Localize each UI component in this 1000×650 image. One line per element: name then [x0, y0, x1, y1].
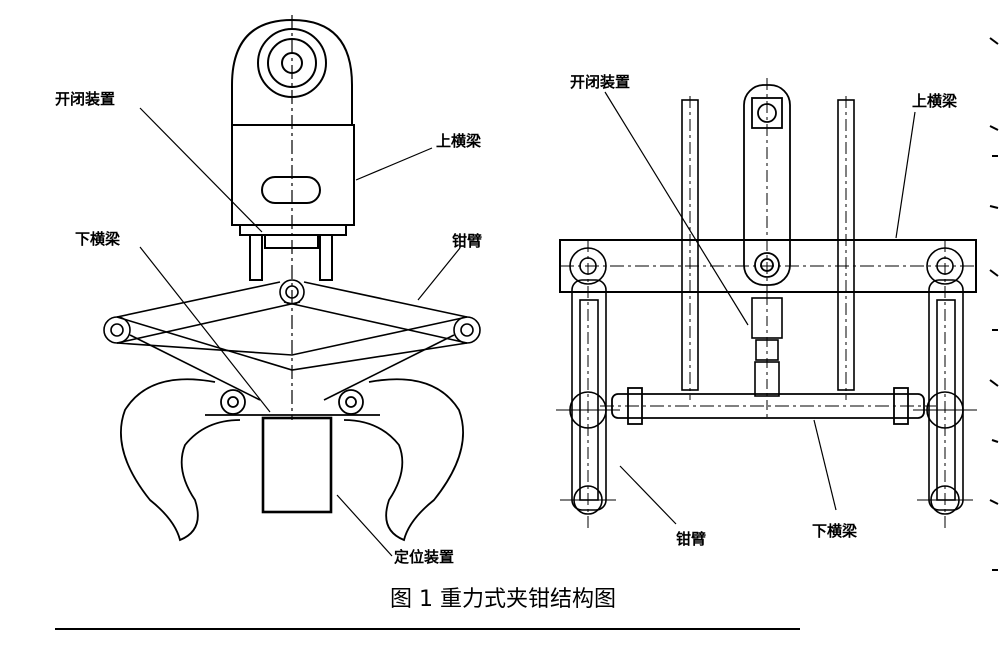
right-right-clamp-arm — [913, 240, 977, 530]
scissor-arms — [103, 279, 481, 401]
clamp-jaws — [120, 378, 464, 542]
label-right-open-close-device: 开闭装置 — [570, 73, 631, 91]
label-right-lower-beam: 下横梁 — [812, 522, 858, 540]
label-left-clamp-arm: 钳臂 — [452, 232, 483, 250]
central-lug — [743, 78, 791, 300]
right-leader-lines — [604, 91, 916, 525]
upper-beam-body — [231, 124, 355, 281]
right-lower-beam — [600, 387, 936, 425]
cropped-edge-text — [989, 37, 999, 571]
label-left-positioning-device: 定位装置 — [394, 548, 455, 566]
positioning-device — [261, 416, 333, 514]
label-right-clamp-arm: 钳臂 — [676, 530, 707, 548]
left-view — [103, 15, 481, 557]
figure-caption: 图 1 重力式夹钳结构图 — [390, 587, 616, 612]
label-right-upper-beam: 上横梁 — [912, 92, 958, 110]
right-left-clamp-arm — [556, 240, 620, 530]
right-open-close-device — [751, 295, 783, 420]
label-left-lower-beam: 下横梁 — [75, 230, 121, 248]
label-left-upper-beam: 上横梁 — [436, 132, 482, 150]
caption-rule — [55, 628, 800, 630]
guide-rods — [681, 96, 855, 400]
right-view — [556, 78, 977, 530]
left-leader-lines — [139, 107, 461, 557]
label-left-open-close-device: 开闭装置 — [55, 90, 116, 108]
